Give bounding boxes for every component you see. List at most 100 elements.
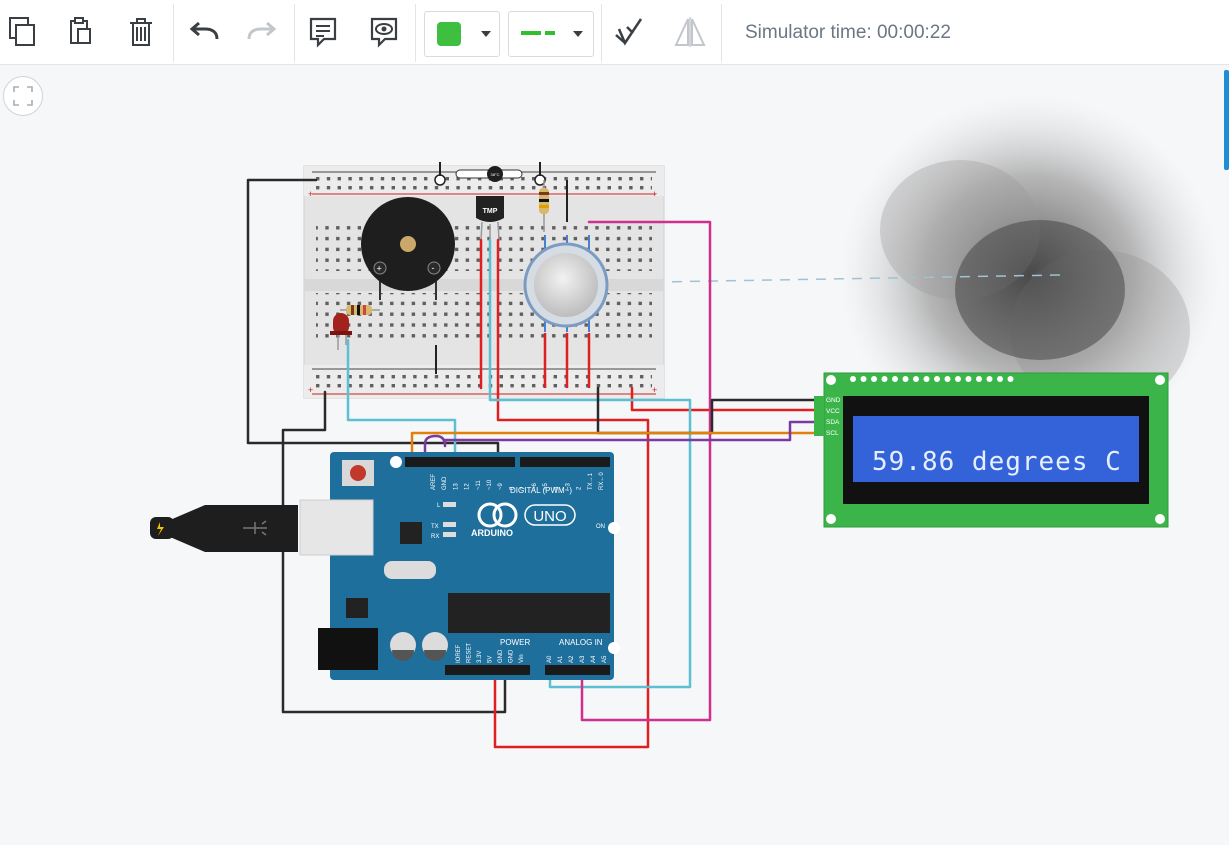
arduino-pin-label: ~5 (543, 482, 549, 490)
wire-type-dropdown[interactable] (508, 11, 594, 57)
wire[interactable] (580, 220, 712, 722)
lcd-header-pin (986, 376, 993, 382)
delete-button[interactable] (119, 10, 163, 54)
lcd-header-pin (976, 376, 982, 382)
temperature-sensor[interactable]: TMP (476, 196, 504, 241)
redo-icon (247, 21, 277, 40)
simulator-time: Simulator time: 00:00:22 (745, 22, 951, 43)
gas-sensor[interactable] (523, 235, 609, 332)
copy-button[interactable] (0, 10, 44, 54)
wire[interactable] (493, 238, 650, 749)
lcd-header-pin (923, 376, 930, 382)
piezo-buzzer[interactable]: + - (361, 197, 455, 300)
led[interactable] (330, 313, 352, 350)
power-pin-label: GND (509, 649, 515, 663)
arduino-pin-label: GND (442, 476, 448, 490)
lcd-pin-label: SDA (826, 419, 840, 426)
lcd-header-pin (934, 376, 940, 382)
wire[interactable] (281, 390, 507, 714)
arduino-model: UNO (533, 508, 566, 525)
arduino-pin-label: 7 (521, 486, 527, 490)
lcd-header-pin (913, 376, 919, 382)
circuit-canvas[interactable]: + + + + + - TMP 38°C (0, 65, 1229, 845)
fit-view-button[interactable] (3, 76, 43, 116)
analog-pin-label: A4 (591, 655, 597, 663)
toolbar-divider (721, 4, 722, 62)
analog-pin-label: A5 (602, 655, 608, 663)
wire[interactable] (410, 431, 820, 460)
annotations-button[interactable] (362, 10, 406, 54)
chevron-down-icon (481, 31, 491, 37)
arduino-pin-label: RX←0 (599, 472, 605, 490)
svg-text:+: + (652, 385, 657, 395)
lcd-pin-label: VCC (826, 408, 840, 415)
mirror-button[interactable] (668, 10, 712, 54)
wire[interactable] (246, 178, 500, 460)
notes-icon (309, 17, 337, 48)
toolbar-divider (601, 4, 602, 62)
resistor[interactable] (340, 305, 380, 315)
power-label: POWER (500, 638, 530, 647)
vertical-scrollbar[interactable] (1224, 70, 1229, 170)
color-dropdown[interactable] (424, 11, 500, 57)
lcd-header-pin (860, 376, 867, 382)
svg-text:+: + (308, 189, 313, 199)
redo-button[interactable] (240, 10, 284, 54)
analog-pin-label: A1 (558, 655, 564, 663)
arduino-pin-label: ~6 (532, 482, 538, 490)
arduino-brand: ARDUINO (471, 528, 513, 538)
tx-label: TX (431, 524, 439, 530)
wire[interactable] (423, 420, 820, 460)
lcd-header-pin (955, 376, 961, 382)
lcd-pin-label: SCL (826, 430, 839, 437)
lcd-header-pin (997, 376, 1003, 382)
analog-pin-label: A0 (547, 655, 553, 663)
mirror-icon (674, 17, 706, 47)
rotate-icon (615, 18, 643, 46)
arduino-pin-label: 4 (554, 486, 560, 490)
arduino-pin-label: AREF (431, 474, 437, 490)
arduino-pin-label: 12 (465, 483, 471, 490)
tmp-label: TMP (483, 208, 498, 215)
power-pin-label: IOREF (456, 644, 462, 663)
arduino-uno[interactable]: UNO ARDUINO DIGITAL (PWM~) POWER ANALOG … (318, 452, 620, 680)
temperature-slider[interactable]: 38°C (434, 162, 546, 186)
color-icon (437, 22, 461, 46)
arduino-pin-label: ~11 (476, 480, 482, 490)
digital-label: DIGITAL (PWM~) (510, 486, 572, 495)
resistor[interactable] (539, 180, 549, 232)
annotations-icon (370, 17, 398, 48)
toolbar-divider (173, 4, 174, 62)
paste-button[interactable] (58, 10, 102, 54)
wire[interactable] (630, 386, 820, 412)
arduino-pin-label: ~9 (498, 482, 504, 490)
lcd-header-pin (1007, 376, 1014, 382)
lcd-header-pin (850, 376, 856, 382)
fit-view-icon (13, 86, 33, 106)
svg-text:+: + (652, 189, 657, 199)
analog-pin-label: A2 (569, 655, 575, 663)
lcd-pin-label: GND (826, 397, 841, 404)
usb-cable[interactable] (150, 499, 374, 556)
svg-text:+: + (377, 264, 382, 274)
chevron-down-icon (573, 31, 583, 37)
wire[interactable] (488, 238, 692, 689)
on-label: ON (596, 524, 605, 530)
undo-button[interactable] (182, 10, 226, 54)
rotate-button[interactable] (606, 10, 650, 54)
notes-button[interactable] (301, 10, 345, 54)
paste-icon (70, 17, 91, 44)
power-pin-label: 3.3V (477, 651, 483, 663)
lcd-header-pin (965, 376, 972, 382)
arduino-pin-label: 8 (509, 486, 515, 490)
power-pin-label: RESET (467, 643, 473, 663)
lcd-header-pin (871, 376, 877, 382)
power-pin-label: 5V (488, 656, 494, 663)
analog-pin-label: A3 (580, 655, 586, 663)
lcd-header-pin (944, 376, 951, 382)
slider-value: 38°C (491, 172, 500, 177)
svg-text:+: + (308, 385, 313, 395)
toolbar-divider (294, 4, 295, 62)
power-pin-label: Vin (519, 654, 525, 663)
